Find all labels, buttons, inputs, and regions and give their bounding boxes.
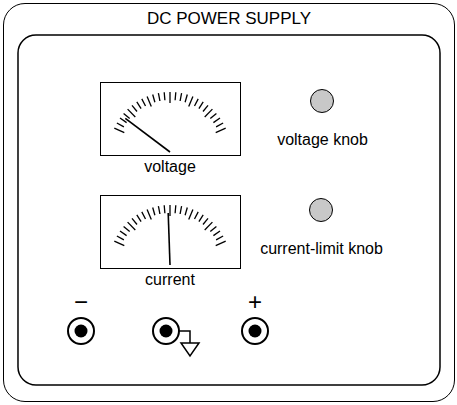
scale-tick <box>120 231 127 236</box>
scale-tick <box>204 109 212 117</box>
scale-tick <box>203 218 208 224</box>
meter-needle <box>168 213 170 265</box>
scale-tick <box>185 94 187 102</box>
scale-tick <box>123 226 129 231</box>
scale-tick <box>141 98 145 105</box>
meter-face <box>100 82 241 156</box>
scale-tick <box>147 209 151 219</box>
knob-label: voltage knob <box>277 131 368 149</box>
scale-tick <box>116 123 123 127</box>
scale-tick <box>158 206 160 214</box>
scale-tick <box>152 207 154 215</box>
scale-tick <box>180 206 182 214</box>
scale-tick <box>132 105 137 111</box>
scale-tick <box>163 205 165 213</box>
scale-tick <box>194 98 198 105</box>
scale-tick <box>213 231 220 236</box>
meter-face <box>100 195 241 269</box>
panel-title: DC POWER SUPPLY <box>4 9 454 29</box>
knob-circle <box>310 89 334 113</box>
scale-tick <box>114 241 124 246</box>
scale-tick <box>215 128 225 133</box>
scale-tick <box>215 241 225 246</box>
scale-tick <box>210 226 216 231</box>
scale-tick <box>185 207 187 215</box>
scale-tick <box>169 92 170 103</box>
scale-tick <box>127 222 135 230</box>
scale-tick <box>188 209 192 219</box>
scale-tick <box>216 123 223 127</box>
terminal-polarity-label: + <box>248 290 262 314</box>
knob-circle <box>309 198 333 222</box>
scale-tick <box>204 222 212 230</box>
control-knob: current-limit knob <box>260 198 383 258</box>
knob-label: current-limit knob <box>260 240 383 258</box>
control-knob: voltage knob <box>277 89 368 149</box>
meter-label: voltage <box>100 158 241 176</box>
scale-tick <box>132 218 137 224</box>
power-supply-housing: DC POWER SUPPLY voltage voltage knob curren… <box>3 3 455 402</box>
scale-tick <box>210 113 216 118</box>
scale-tick <box>136 214 140 221</box>
scale-tick <box>136 101 140 108</box>
meter-label: current <box>100 271 241 289</box>
scale-tick <box>194 211 198 218</box>
terminal-polarity-label: − <box>74 290 88 314</box>
meter-needle <box>125 118 170 152</box>
meter-scale <box>101 196 239 267</box>
scale-tick <box>174 92 176 100</box>
inner-panel <box>18 35 440 385</box>
scale-tick <box>116 236 123 240</box>
meter-scale <box>101 83 239 154</box>
terminal <box>242 318 268 344</box>
scale-tick <box>141 211 145 218</box>
scale-tick <box>152 94 154 102</box>
scale-tick <box>174 205 176 213</box>
ground-terminal <box>153 318 199 356</box>
scale-tick <box>114 128 124 133</box>
scale-tick <box>188 96 192 106</box>
terminal <box>68 318 94 344</box>
scale-tick <box>180 93 182 101</box>
scale-tick <box>203 105 208 111</box>
scale-tick <box>198 214 202 221</box>
scale-tick <box>163 92 165 100</box>
scale-tick <box>198 101 202 108</box>
scale-tick <box>147 96 151 106</box>
analog-meter: current <box>100 195 241 289</box>
analog-meter: voltage <box>100 82 241 176</box>
scale-tick <box>216 236 223 240</box>
scale-tick <box>127 109 135 117</box>
scale-tick <box>123 113 129 118</box>
scale-tick <box>158 93 160 101</box>
scale-tick <box>169 205 170 216</box>
scale-tick <box>213 118 220 123</box>
